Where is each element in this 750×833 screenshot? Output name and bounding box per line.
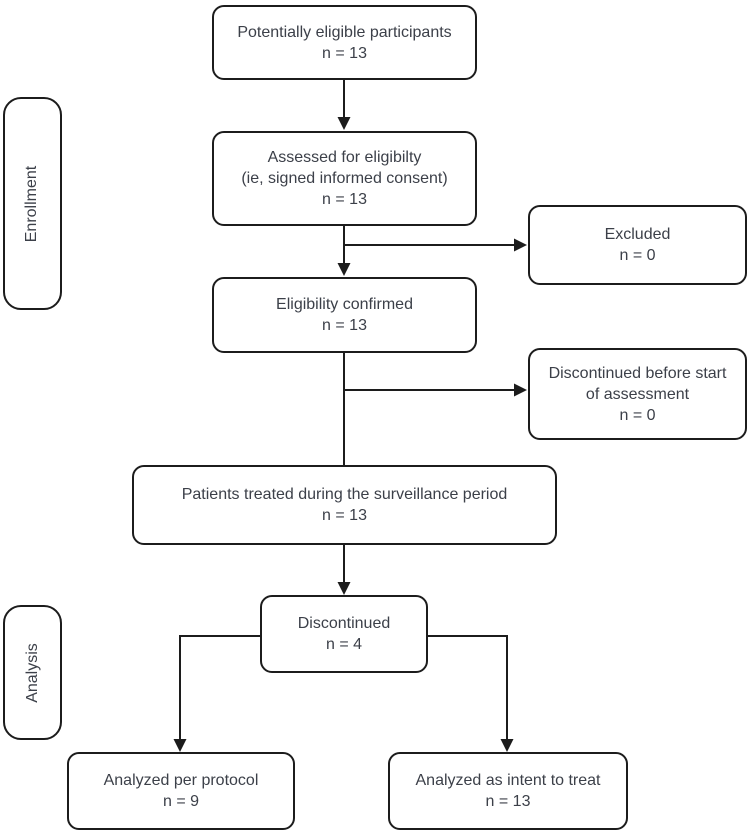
node-label: Potentially eligible participants: [237, 23, 452, 41]
node-count: n = 13: [322, 44, 367, 62]
node-label: Excluded: [604, 226, 671, 243]
node-count: n = 9: [162, 793, 200, 810]
node-analyzed-per-protocol: Analyzed per protocol n = 9: [67, 752, 295, 830]
node-count: n = 0: [619, 406, 656, 424]
arrow-treated-to-discontinued: [337, 545, 351, 595]
node-label: Analyzed per protocol: [103, 772, 259, 789]
node-label: Assessed for eligibilty: [267, 149, 422, 166]
node-count: n = 0: [619, 247, 656, 264]
arrow-branch-to-excluded: [344, 238, 527, 252]
node-sublabel: (ie, signed informed consent): [241, 170, 448, 187]
node-count: n = 4: [325, 636, 363, 653]
node-discontinued: Discontinued n = 4: [260, 595, 428, 673]
node-analyzed-intent-to-treat: Analyzed as intent to treat n = 13: [388, 752, 628, 830]
stage-label-analysis-text: Analysis: [23, 642, 41, 703]
node-label: Analyzed as intent to treat: [415, 772, 601, 789]
node-label: Eligibility confirmed: [276, 296, 413, 313]
stage-label-analysis: Analysis: [3, 605, 62, 740]
node-count: n = 13: [485, 793, 531, 810]
arrow-branch-to-discontinued-before-start: [344, 383, 527, 397]
node-discontinued-before-start: Discontinued before start of assessment …: [528, 348, 747, 440]
node-count: n = 13: [322, 507, 367, 524]
stage-label-enrollment-text: Enrollment: [23, 165, 41, 242]
node-assessed-for-eligibility: Assessed for eligibilty (ie, signed info…: [212, 131, 477, 226]
node-label: Discontinued: [297, 615, 391, 632]
arrow-assessed-to-confirmed: [337, 226, 351, 276]
node-potentially-eligible: Potentially eligible participants n = 13: [212, 5, 477, 80]
node-label: Discontinued before start: [548, 364, 727, 382]
node-excluded: Excluded n = 0: [528, 205, 747, 285]
node-count: n = 13: [322, 317, 367, 334]
arrow-potentially-to-assessed: [337, 80, 351, 130]
node-patients-treated: Patients treated during the surveillance…: [132, 465, 557, 545]
stage-label-enrollment: Enrollment: [3, 97, 62, 310]
node-sublabel: of assessment: [585, 385, 690, 403]
arrow-discontinued-to-per-protocol: [173, 635, 260, 752]
node-count: n = 13: [322, 191, 367, 208]
node-eligibility-confirmed: Eligibility confirmed n = 13: [212, 277, 477, 353]
arrow-discontinued-to-intent-to-treat: [428, 635, 514, 752]
node-label: Patients treated during the surveillance…: [181, 486, 508, 503]
